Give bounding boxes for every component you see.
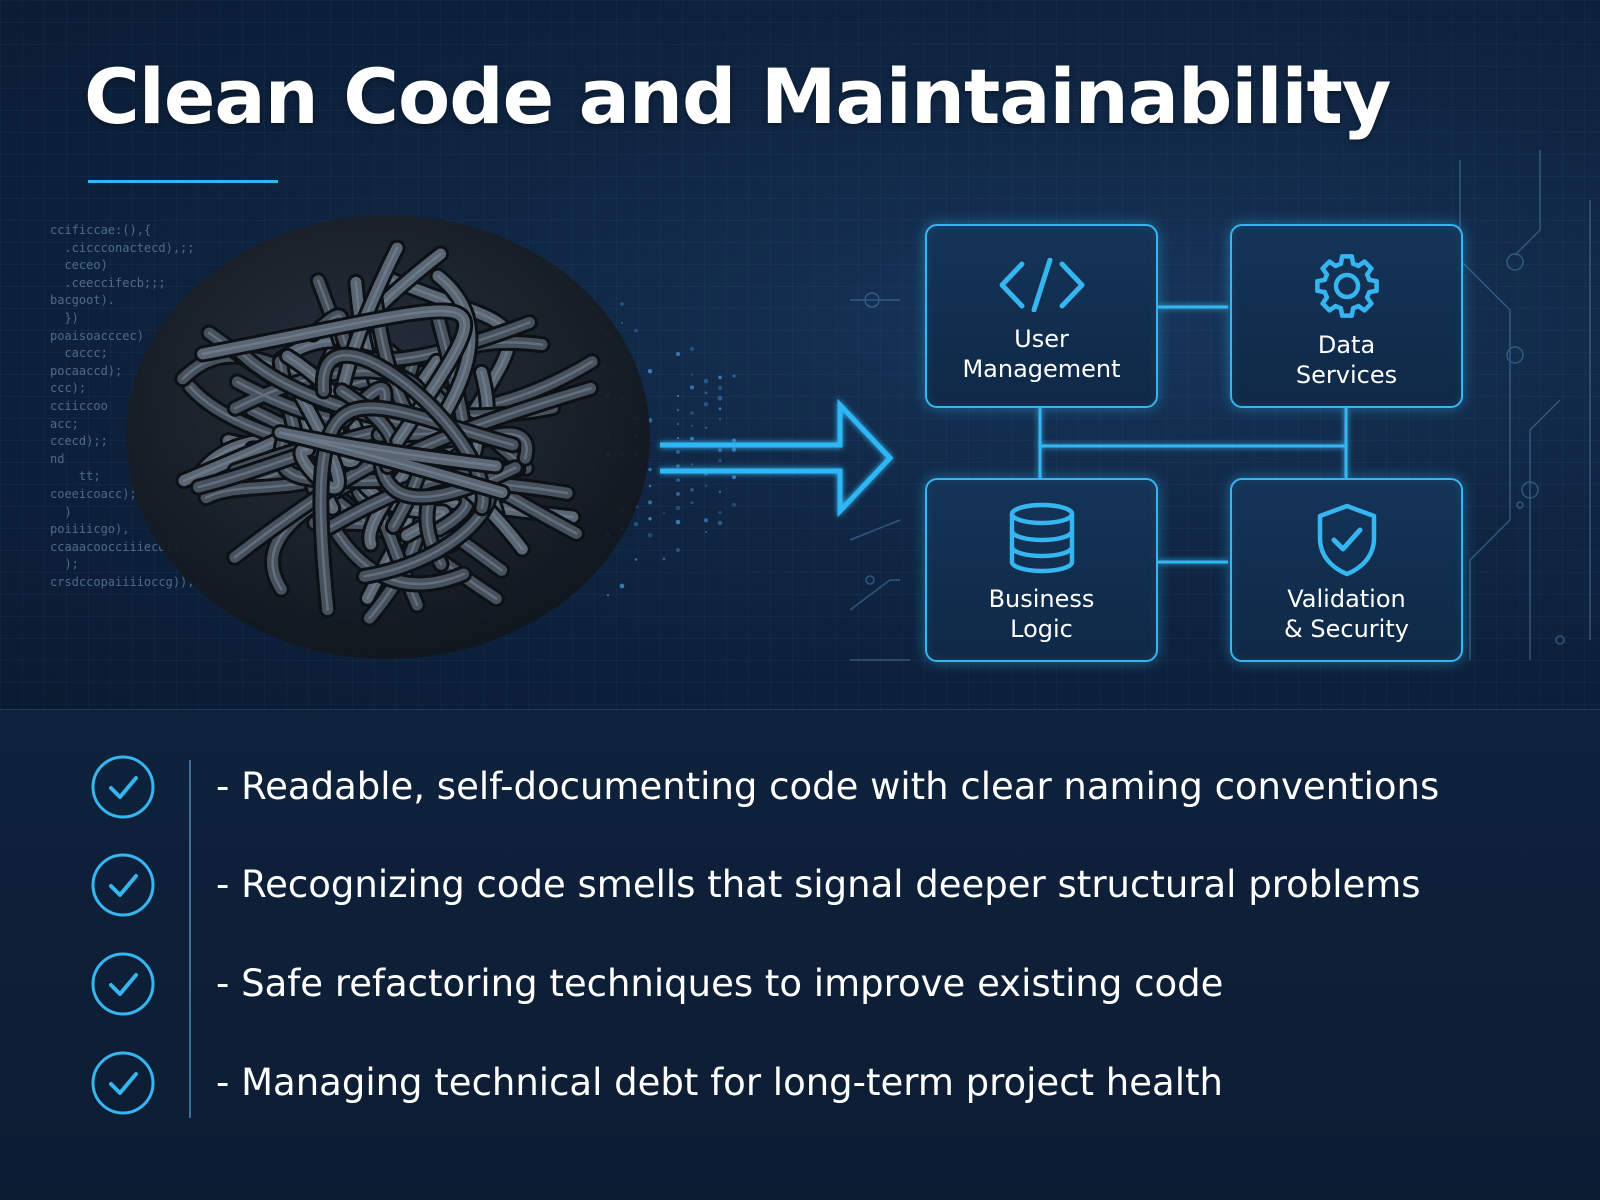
particle-dot	[676, 478, 680, 482]
particle-dot	[619, 583, 625, 589]
particle-dot	[675, 449, 681, 455]
module-label: Validation & Security	[1284, 585, 1409, 643]
bullet-text: - Managing technical debt for long-term …	[216, 1061, 1223, 1104]
particle-dot	[704, 484, 708, 487]
particle-dot	[676, 408, 680, 412]
database-icon	[1009, 502, 1074, 574]
section-divider	[0, 709, 1600, 710]
particle-dot	[676, 492, 680, 496]
particle-dot	[647, 532, 653, 538]
particle-dot	[662, 557, 666, 561]
bullets-rule	[189, 760, 191, 1118]
particle-dot	[676, 422, 680, 426]
bullet-text: - Safe refactoring techniques to improve…	[216, 962, 1224, 1005]
particle-dot	[718, 510, 722, 515]
module-connectors	[1038, 305, 1348, 564]
cable-strand-highlight	[322, 354, 485, 510]
module-label: User Management	[962, 325, 1121, 383]
particle-dot	[732, 438, 736, 443]
particle-dot	[704, 426, 708, 429]
diagram-scene	[126, 150, 1591, 661]
title-underline	[88, 180, 278, 183]
particle-dot	[704, 391, 708, 395]
particle-dot	[703, 378, 709, 384]
cable-strand-highlight	[201, 309, 466, 443]
particle-dot	[606, 593, 610, 597]
check-circle-icon	[91, 755, 155, 819]
gear-icon	[1314, 254, 1379, 318]
particle-dot	[732, 374, 736, 378]
particle-dot	[662, 512, 666, 515]
check-circle-icon	[91, 1051, 155, 1115]
module-validation-security: Validation & Security	[1230, 478, 1463, 662]
module-label: Data Services	[1295, 331, 1398, 389]
particle-dot	[690, 436, 694, 441]
particle-dot	[675, 351, 681, 357]
particle-dot	[634, 558, 638, 561]
particle-dot	[648, 467, 652, 472]
particle-dot	[690, 424, 694, 427]
particle-dot	[731, 475, 737, 480]
particle-dot	[718, 407, 722, 410]
particle-dot	[717, 385, 723, 391]
particle-dot	[718, 490, 722, 493]
bullet-text: - Recognizing code smells that signal de…	[216, 863, 1421, 906]
particle-dot	[689, 385, 695, 390]
list-item: - Safe refactoring techniques to improve…	[90, 951, 1570, 1021]
particle-dot	[648, 517, 652, 521]
check-circle-icon	[91, 952, 155, 1016]
particle-dot	[704, 530, 708, 534]
code-brackets-icon	[999, 258, 1084, 312]
cable-strand-highlight	[279, 431, 504, 494]
particle-dot	[634, 328, 638, 333]
particle-dot	[676, 394, 680, 398]
particle-dot	[717, 520, 723, 526]
check-circle-icon	[91, 853, 155, 917]
particle-dot	[620, 302, 624, 306]
list-item: - Managing technical debt for long-term …	[90, 1050, 1570, 1120]
code-snippet-text: ccificcae:(),{ .ciccconactecd),;; ceceo)…	[50, 223, 202, 589]
bullet-text: - Readable, self-documenting code with c…	[216, 765, 1440, 808]
particle-dot	[718, 448, 722, 453]
particle-dot	[675, 547, 681, 553]
particle-dot	[690, 501, 694, 504]
particle-dot	[675, 519, 681, 525]
particle-dot	[718, 375, 722, 380]
particle-dot	[633, 522, 639, 527]
particle-dot	[703, 402, 709, 407]
shield-check-icon	[1317, 503, 1376, 577]
particle-dot	[690, 373, 694, 376]
particle-dot	[676, 436, 680, 440]
module-user-management: User Management	[925, 224, 1158, 408]
particle-dot	[676, 464, 680, 468]
module-business-logic: Business Logic	[925, 478, 1158, 662]
transformation-arrow-icon	[660, 398, 894, 518]
particle-dot	[690, 411, 694, 415]
particle-dot	[732, 502, 736, 507]
particle-dot	[717, 395, 723, 401]
bullet-section	[0, 710, 1600, 1200]
page-title: Clean Code and Maintainability	[84, 52, 1391, 141]
particle-dot	[648, 484, 652, 488]
particle-dot	[718, 417, 722, 421]
particle-dot	[647, 368, 653, 374]
particle-dot	[704, 518, 708, 523]
particle-dot	[689, 346, 695, 352]
particle-dot	[690, 463, 694, 466]
gear-outline	[1314, 254, 1379, 318]
particle-dot	[675, 505, 681, 511]
module-label: Business Logic	[988, 585, 1095, 643]
list-item: - Readable, self-documenting code with c…	[90, 754, 1570, 824]
particle-dot	[690, 488, 694, 492]
list-item: - Recognizing code smells that signal de…	[90, 852, 1570, 922]
particle-dot	[718, 458, 722, 463]
particle-dot	[647, 500, 653, 505]
particle-dot	[620, 321, 624, 324]
cable-strand-highlight	[311, 314, 531, 361]
particle-dot	[731, 447, 737, 452]
tangled-cable-icon	[126, 215, 650, 659]
module-data-services: Data Services	[1230, 224, 1463, 408]
